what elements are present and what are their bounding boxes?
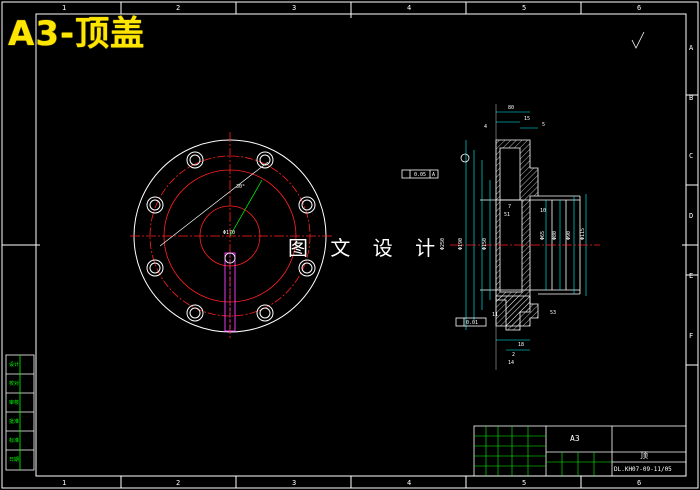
dim-53: 53 — [550, 310, 556, 316]
side-approval-table — [5, 354, 35, 471]
dim-d80: Φ80 — [552, 231, 558, 240]
zone-bottom-2: 2 — [176, 479, 180, 487]
zone-bottom-6: 6 — [637, 479, 641, 487]
dim-d190: Φ190 — [458, 238, 464, 250]
zone-bottom-4: 4 — [407, 479, 411, 487]
bolt-holes — [146, 151, 316, 322]
front-view: 30° Φ170 — [130, 132, 332, 340]
angle-label: 30° — [236, 184, 245, 190]
format-label: A3 — [570, 434, 580, 443]
title-block — [473, 425, 687, 477]
angle-leader — [229, 179, 263, 237]
dim-10: 10 — [540, 208, 546, 214]
flatness-value: 0.05 — [414, 172, 426, 178]
side-label-check: 校对 — [9, 380, 19, 387]
zone-right-c: C — [689, 152, 693, 160]
dim-d115: Φ115 — [580, 228, 586, 240]
dim-18: 18 — [518, 342, 524, 348]
side-label-standard: 标准 — [9, 437, 19, 444]
zone-bottom-1: 1 — [62, 479, 66, 487]
zone-bottom-3: 3 — [292, 479, 296, 487]
part-name: 顶 — [640, 451, 648, 460]
zone-top-5: 5 — [522, 4, 526, 12]
side-label-approve: 批准 — [9, 418, 19, 425]
pcd-label: Φ170 — [223, 230, 235, 236]
dim-15: 15 — [524, 116, 530, 122]
side-label-review: 审核 — [9, 399, 19, 406]
zone-ticks-right — [686, 94, 698, 366]
side-label-design: 设计 — [9, 361, 19, 368]
dim-d65: Φ65 — [540, 231, 546, 240]
roughness-symbol — [631, 31, 645, 49]
side-label-date: 日期 — [9, 457, 19, 463]
zone-top-3: 3 — [292, 4, 296, 12]
zone-bottom-5: 5 — [522, 479, 526, 487]
dim-5: 5 — [542, 122, 545, 128]
zone-ticks-bottom — [120, 476, 582, 488]
zone-right-b: B — [689, 94, 693, 102]
dim-14: 14 — [508, 360, 514, 366]
zone-right-a: A — [689, 44, 694, 52]
dim-d150: Φ150 — [482, 238, 488, 250]
perp-value: 0.01 — [466, 320, 478, 326]
diameter-leader — [159, 161, 269, 247]
zone-right-e: E — [689, 272, 693, 280]
dim-2: 2 — [512, 352, 515, 358]
zone-top-1: 1 — [62, 4, 66, 12]
datum-letter: A — [432, 172, 435, 178]
section-view — [401, 104, 600, 370]
dim-11: 11 — [492, 312, 498, 318]
dim-d250: Φ250 — [440, 238, 446, 250]
zone-top-4: 4 — [407, 4, 411, 12]
dim-51: 51 — [504, 212, 510, 218]
zone-right-d: D — [689, 212, 693, 220]
dim-7: 7 — [508, 204, 511, 210]
dim-4: 4 — [484, 124, 487, 130]
zone-top-6: 6 — [637, 4, 641, 12]
zone-right-f: F — [689, 332, 693, 340]
drawing-number: DL.KH07-09-11/05 — [614, 466, 672, 473]
dim-80: 80 — [508, 105, 514, 111]
watermark: 图 文 设 计 — [288, 236, 444, 260]
zone-top-2: 2 — [176, 4, 180, 12]
dim-d90: Φ90 — [566, 231, 572, 240]
sheet-title: A3-顶盖 — [8, 14, 146, 54]
